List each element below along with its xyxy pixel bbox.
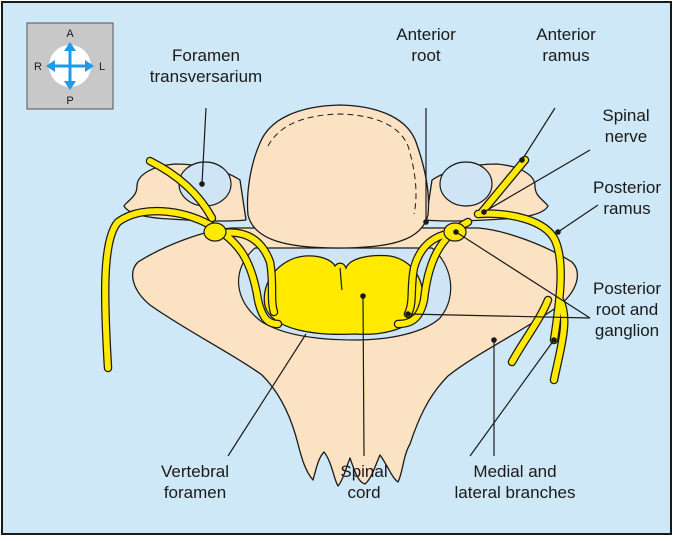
svg-text:cord: cord	[347, 483, 380, 502]
compass-posterior-label: P	[66, 95, 73, 107]
svg-text:Spinal: Spinal	[602, 106, 649, 125]
compass-anterior-label: A	[66, 28, 74, 40]
vertebral-body	[248, 105, 429, 248]
ganglion-right	[204, 223, 226, 241]
orientation-compass: A P R L	[27, 23, 113, 109]
svg-text:lateral branches: lateral branches	[455, 483, 576, 502]
svg-text:ganglion: ganglion	[595, 321, 659, 340]
label-posterior-root-ganglion: Posterior root and ganglion	[593, 279, 661, 340]
svg-text:Posterior: Posterior	[593, 178, 661, 197]
svg-text:ramus: ramus	[542, 46, 589, 65]
svg-text:nerve: nerve	[605, 127, 648, 146]
svg-text:foramen: foramen	[164, 483, 226, 502]
svg-text:root: root	[411, 46, 441, 65]
svg-text:Foramen: Foramen	[172, 46, 240, 65]
svg-text:Vertebral: Vertebral	[161, 462, 229, 481]
svg-text:Spinal: Spinal	[340, 462, 387, 481]
svg-text:Anterior: Anterior	[396, 25, 456, 44]
svg-text:Posterior: Posterior	[593, 279, 661, 298]
compass-right-label: R	[34, 61, 42, 73]
svg-text:Medial and: Medial and	[473, 462, 556, 481]
svg-text:root and: root and	[596, 300, 658, 319]
svg-text:ramus: ramus	[603, 199, 650, 218]
compass-left-label: L	[99, 61, 105, 73]
svg-text:Anterior: Anterior	[536, 25, 596, 44]
svg-text:transversarium: transversarium	[150, 67, 262, 86]
foramen-transversarium-left	[440, 162, 492, 206]
